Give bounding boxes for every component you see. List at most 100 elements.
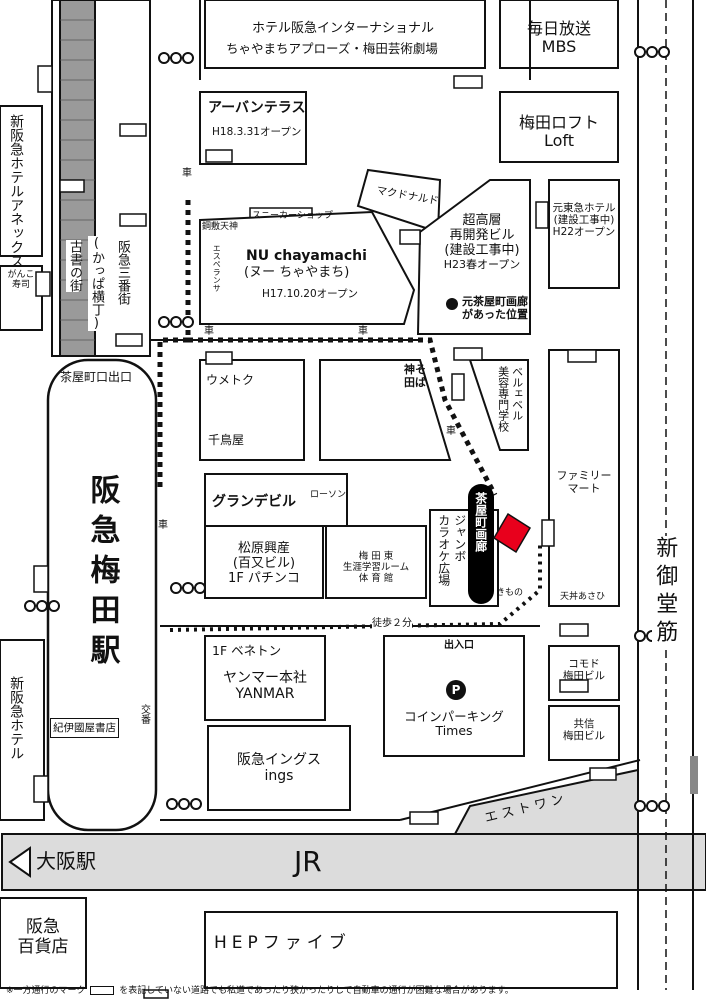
ganko-label: がんこ 寿司 (0, 270, 42, 291)
comodo-label: コモド 梅田ビル (549, 658, 619, 682)
hankyu-dept-label: 阪急 百貨店 (0, 917, 86, 957)
target-marker (492, 512, 532, 554)
former-gallery-line2: があった位置 (462, 307, 528, 321)
grande-label: グランデビル (212, 494, 296, 510)
lawson-label: ローソン (310, 490, 347, 500)
jr-rail-strip (1, 833, 706, 891)
walk-label: 徒歩２分 (372, 618, 412, 630)
hep-five-label: HEPファイブ (214, 933, 351, 953)
mbs-line1: 毎日放送 (526, 19, 591, 38)
moto-toyoko-line2: (建設工事中) (553, 214, 615, 227)
nu-chayamachi-label: NU chayamachi (246, 248, 367, 264)
times-label: Times (435, 723, 473, 739)
yanmar-label: ヤンマー本社 YANMAR (205, 670, 325, 702)
traffic-signal (24, 46, 670, 812)
hankyu-dept-line2: 百貨店 (17, 936, 69, 957)
footer-note: ※一方通行のマーク を表記していない道路でも私道であったり狭かったりして自動車の… (6, 986, 514, 996)
redevelopment-block (416, 179, 531, 335)
shinsoba-line2: 田ば (404, 375, 426, 389)
hep-five-block (204, 911, 618, 989)
umetoku-label: ウメトク (206, 373, 255, 387)
hankyu-ings-line1: 阪急イングス (237, 752, 321, 768)
shinsoba-line1: 神そ (404, 363, 426, 376)
one-way-markers (33, 65, 617, 999)
esperanza-label: エスペランサ (212, 244, 222, 292)
footer-text: を表記していない道路でも私道であったり狭かったりして自動車の通行が困難な場合があ… (119, 986, 514, 996)
urban-terrace-label: アーバンテラス (208, 100, 306, 116)
matsubara-line2: (百又ビル) (232, 555, 296, 571)
hankyu-ings-block (207, 725, 351, 811)
hankyu-ings-line2: ings (264, 768, 294, 785)
footer-prefix: ※一方通行のマーク (6, 986, 86, 996)
familymart-line1: ファミリー (556, 469, 612, 482)
hankyu-sanbangai-label: 阪急三番街 (114, 240, 130, 305)
car-route-dotted (157, 200, 191, 488)
gallery-capsule (468, 484, 494, 604)
umeda-east-line2: 生涯学習ルーム (342, 561, 410, 573)
car-label-right: 車 (358, 326, 368, 337)
yashiki-tenjin-label: 鋼敷天神 (202, 222, 239, 232)
ganko-line1: がんこ (7, 270, 35, 280)
former-gallery-dot (446, 298, 458, 310)
mbs-label: 毎日放送 MBS (500, 19, 618, 57)
coin-parking-label: コインパーキング Times (384, 709, 524, 739)
one-way-legend-icon (90, 986, 115, 995)
hankyu-ings-label: 阪急イングス ings (208, 752, 350, 784)
kimono-label: きもの (496, 588, 524, 598)
est-one-block (453, 768, 639, 835)
former-gallery-label: 元茶屋町画廊 があった位置 (462, 295, 528, 321)
nu-chayamachi-kana: (ヌー ちゃやまち) (244, 265, 350, 280)
benetton-label: 1F ベネトン (212, 643, 282, 658)
umeda-east-line1: 梅 田 東 (358, 551, 394, 562)
umeda-east-label: 梅 田 東 生涯学習ルーム 体 育 館 (326, 551, 426, 585)
umeda-east-line3: 体 育 館 (358, 572, 394, 584)
chayamachi-applause-label: ちゃやまちアプローズ・梅田芸術劇場 (226, 41, 438, 56)
ganko-block (0, 265, 43, 331)
yanmar-line2: YANMAR (235, 686, 295, 703)
comodo-line2: 梅田ビル (563, 670, 605, 683)
hotel-hankyu-block (204, 0, 486, 69)
car-label-top: 車 (182, 168, 192, 179)
kyoshin-label: 共信 梅田ビル (549, 718, 619, 742)
hankyu-dept-line1: 阪急 (26, 917, 60, 937)
jumbo-karaoke-line1: ジャンボ (452, 514, 467, 562)
shinsoba-label: 神そ 田ば (404, 363, 426, 389)
matsubara-line3: 1F パチンコ (228, 570, 300, 586)
moto-toyoko-line1: 元東急ホテル (552, 202, 616, 214)
loft-label: 梅田ロフト Loft (500, 113, 618, 151)
bridge-marker (690, 756, 698, 794)
yanmar-line1: ヤンマー本社 (223, 670, 307, 686)
redevelopment-line3: (建設工事中) (444, 242, 520, 258)
moto-toyoko-label: 元東急ホテル (建設工事中) H22オープン (549, 202, 619, 238)
mbs-line2: MBS (541, 37, 577, 57)
benetton-block (204, 635, 326, 721)
loft-line1: 梅田ロフト (518, 113, 599, 132)
koban-label: 交番 (138, 704, 150, 724)
bell-school-line2: 美容専門学校 (496, 366, 510, 432)
car-route-dotted-east (188, 337, 498, 497)
osaka-station-label: 大阪駅 (36, 849, 96, 873)
shinsoba-block (319, 359, 452, 461)
kinokuniya-label: 紀伊國屋書店 (50, 718, 119, 739)
kyoshin-line1: 共信 (573, 718, 595, 730)
kyoshin-block (548, 705, 620, 761)
shin-midosuji-label: 新御堂筋 (652, 536, 678, 648)
comodo-line1: コモド (568, 658, 600, 670)
ganko-line2: 寿司 (11, 280, 30, 291)
hotel-hankyu-label: ホテル阪急インターナショナル (252, 21, 435, 36)
gallery-label: 茶屋町画廊 (473, 492, 488, 552)
matsubara-line1: 松原興産 (237, 541, 290, 556)
former-gallery-line1: 元茶屋町画廊 (462, 295, 528, 308)
redevelopment-line1: 超高層 (462, 213, 502, 228)
bell-school-block (468, 359, 529, 451)
coin-parking-line1: コインパーキング (404, 709, 504, 724)
car-label-diag: 車 (446, 426, 456, 437)
car-label-left: 車 (158, 520, 168, 531)
grande-block (204, 473, 348, 527)
mbs-block (499, 0, 619, 69)
bell-school-line1: ベルェベル (510, 366, 524, 421)
shin-hankyu-annex-block (0, 105, 43, 257)
jr-label: JR (294, 845, 322, 878)
furuhon-label: 古書の街 (66, 240, 82, 292)
